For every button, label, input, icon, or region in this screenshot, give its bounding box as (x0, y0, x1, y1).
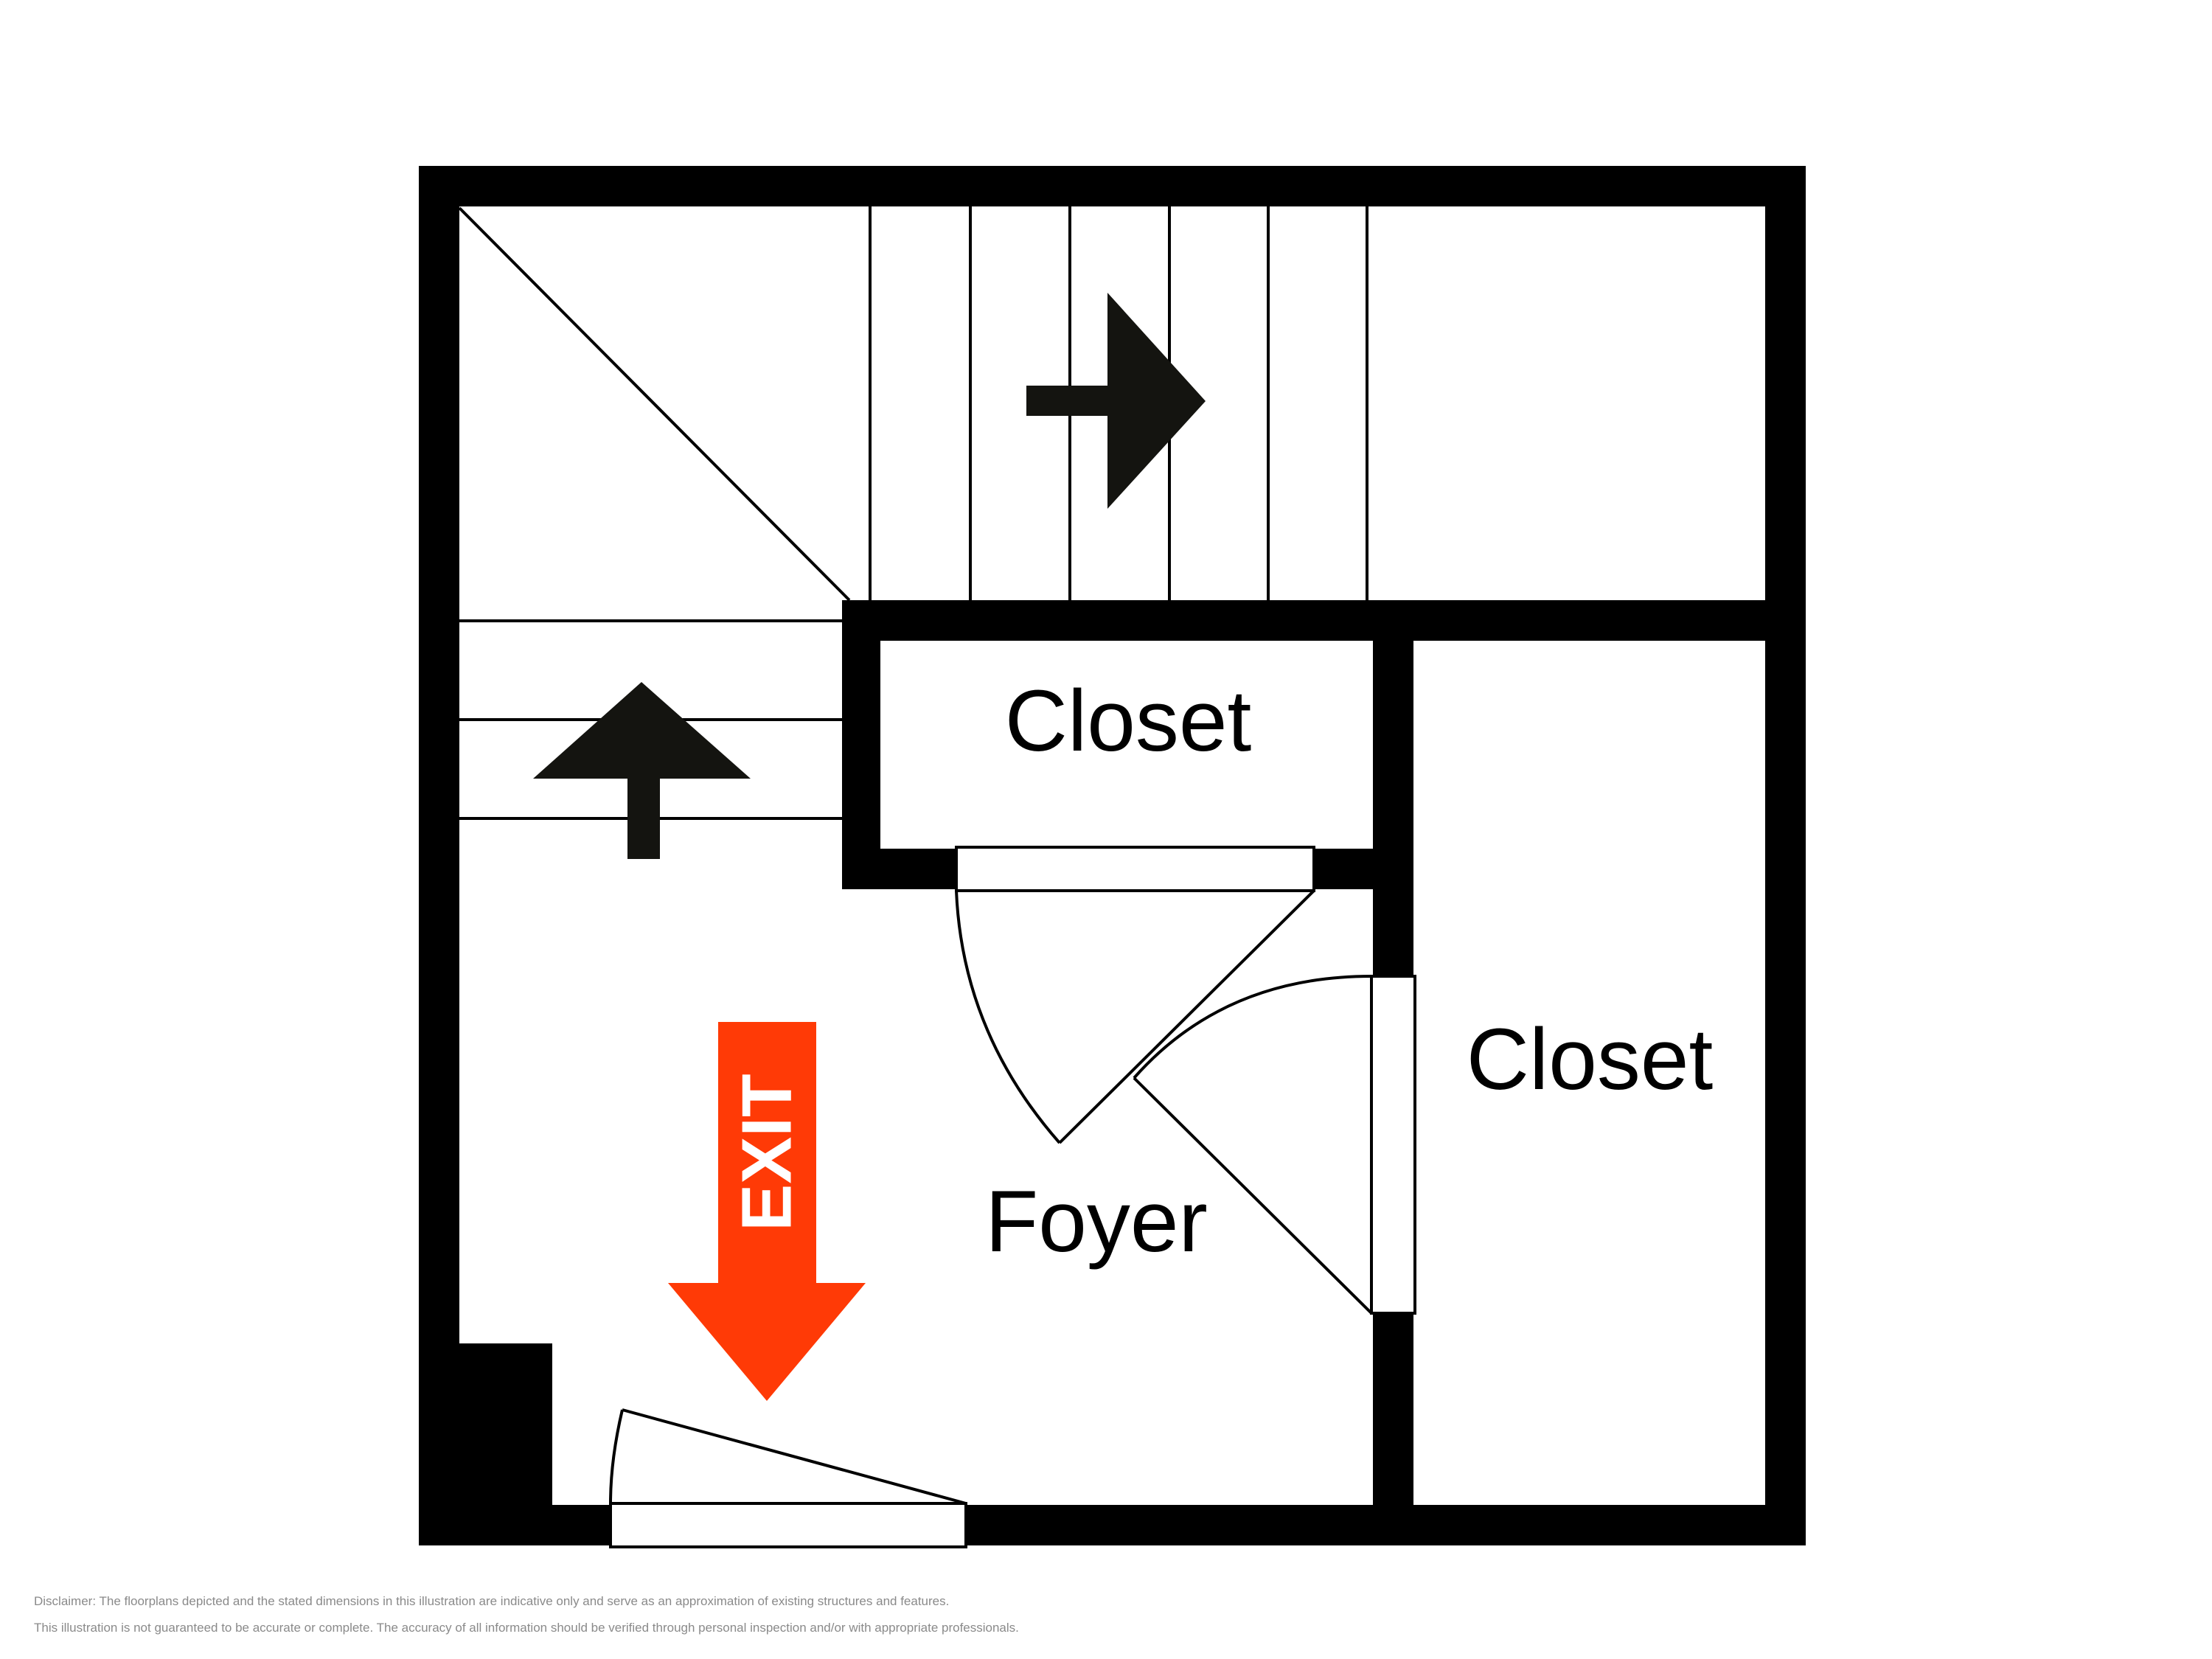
interior-walls (459, 600, 1806, 1545)
wall-bottom-left (419, 1505, 611, 1545)
room-label-closet-right: Closet (1467, 1011, 1713, 1108)
entry-door (609, 1408, 967, 1548)
exit-label: EXIT (728, 1074, 807, 1231)
disclaimer-line-1: Disclaimer: The floorplans depicted and … (34, 1594, 950, 1608)
wall-closet-bottom-left (842, 849, 956, 889)
room-label-foyer: Foyer (985, 1173, 1208, 1270)
closet-door-right (1133, 975, 1416, 1315)
arrow-right-icon (1026, 293, 1206, 509)
wall-closet-left (842, 600, 880, 889)
disclaimer-line-2: This illustration is not guaranteed to b… (34, 1621, 1019, 1635)
wall-divider-lower (1373, 1313, 1413, 1545)
corner-block (459, 1343, 552, 1505)
exit-arrow-icon (668, 1022, 866, 1401)
closet-door-upper (955, 846, 1315, 1144)
wall-right (1765, 166, 1806, 1545)
wall-left (419, 166, 459, 1545)
wall-top (419, 166, 1806, 206)
wall-landing-horizontal (842, 600, 1806, 641)
wall-divider-upper (1373, 600, 1413, 976)
arrow-up-icon (533, 682, 751, 859)
room-label-closet-upper: Closet (1005, 672, 1251, 770)
stair-winder-diagonal (458, 206, 851, 602)
